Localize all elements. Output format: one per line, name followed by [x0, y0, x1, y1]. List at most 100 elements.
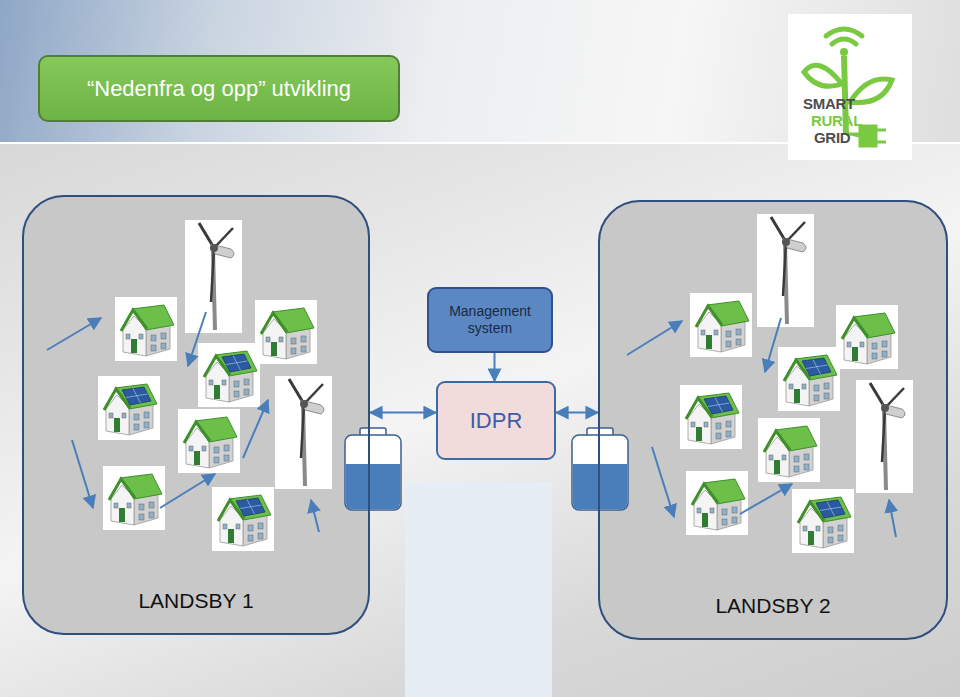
house: [103, 466, 165, 530]
solar-house: [212, 487, 274, 551]
leaf: [850, 79, 892, 103]
window: [291, 338, 296, 344]
image-ground: [98, 376, 160, 440]
window: [149, 502, 154, 508]
image-ground: [212, 487, 274, 551]
window: [802, 384, 806, 389]
hub: [300, 400, 308, 408]
window: [244, 379, 249, 385]
door: [808, 531, 814, 545]
window: [258, 533, 263, 539]
blade: [304, 384, 323, 404]
window: [149, 512, 154, 518]
node-text: IDPR: [470, 408, 523, 434]
blade: [211, 248, 214, 302]
flow-arrow: [72, 440, 93, 508]
connector-arrow: [494, 353, 496, 381]
door: [706, 335, 712, 349]
plug-pin: [876, 141, 886, 144]
window: [697, 508, 701, 513]
panel-grid: [226, 361, 248, 365]
window: [144, 422, 149, 428]
window: [804, 454, 809, 460]
window: [726, 331, 731, 337]
window: [794, 456, 799, 462]
door: [119, 508, 125, 522]
solar-panel: [802, 358, 831, 376]
door: [852, 347, 858, 361]
blade: [301, 404, 304, 458]
solar-house: [778, 347, 840, 411]
door: [131, 339, 137, 353]
window: [291, 348, 296, 354]
battery-charge: [573, 464, 627, 509]
roof-edge: [109, 479, 135, 500]
solar-panel: [816, 500, 845, 518]
nacelle: [882, 404, 905, 418]
hub: [881, 404, 889, 412]
window: [139, 504, 144, 510]
door: [774, 460, 780, 474]
window: [223, 524, 227, 529]
solar-house: [680, 385, 742, 449]
roof-edge: [696, 306, 722, 327]
window: [732, 507, 737, 513]
plug-pin: [876, 129, 886, 132]
window: [828, 537, 833, 543]
window: [122, 413, 126, 418]
signal-arc: [826, 29, 862, 36]
connector-arrow: [556, 412, 598, 414]
window: [139, 334, 143, 339]
window: [161, 343, 166, 349]
solar-panel: [222, 354, 251, 372]
battery-body: [345, 435, 401, 510]
window: [248, 535, 253, 541]
window: [209, 380, 213, 385]
window: [769, 455, 773, 460]
image-ground: [792, 489, 854, 553]
village-ground: [22, 195, 370, 635]
logo-ground: [788, 14, 912, 160]
window: [838, 535, 843, 541]
window: [816, 526, 820, 531]
window: [824, 383, 829, 389]
window: [710, 508, 714, 513]
solar-panel: [122, 387, 151, 405]
hub: [210, 244, 218, 252]
window: [828, 527, 833, 533]
flow-arrow: [243, 400, 268, 458]
window: [824, 393, 829, 399]
window: [126, 334, 130, 339]
window: [804, 464, 809, 470]
window: [726, 341, 731, 347]
window: [279, 337, 283, 342]
window: [716, 433, 721, 439]
window: [127, 503, 131, 508]
process-box: IDPR: [436, 381, 556, 460]
image-ground: [198, 343, 260, 407]
window: [789, 384, 793, 389]
solar-house: [198, 343, 260, 407]
window: [701, 330, 705, 335]
window: [691, 422, 695, 427]
logo-word: SMART: [803, 96, 855, 112]
village-region: LANDSBY 1: [22, 195, 370, 635]
image-ground: [757, 214, 814, 327]
house: [178, 409, 240, 473]
solar-panel: [704, 396, 733, 414]
nacelle: [783, 238, 806, 252]
image-ground: [178, 409, 240, 473]
panel-grid: [708, 403, 730, 407]
wind-turbine: [757, 214, 814, 327]
image-ground: [778, 347, 840, 411]
nacelle: [301, 400, 324, 414]
image-ground: [255, 300, 317, 364]
solar-panel: [236, 498, 265, 516]
window: [726, 431, 731, 437]
window: [202, 446, 206, 451]
window: [726, 421, 731, 427]
door: [114, 418, 120, 432]
node-text: Management system: [440, 303, 540, 338]
node-text: LANDSBY 2: [715, 594, 830, 618]
image-ground: [185, 220, 242, 333]
